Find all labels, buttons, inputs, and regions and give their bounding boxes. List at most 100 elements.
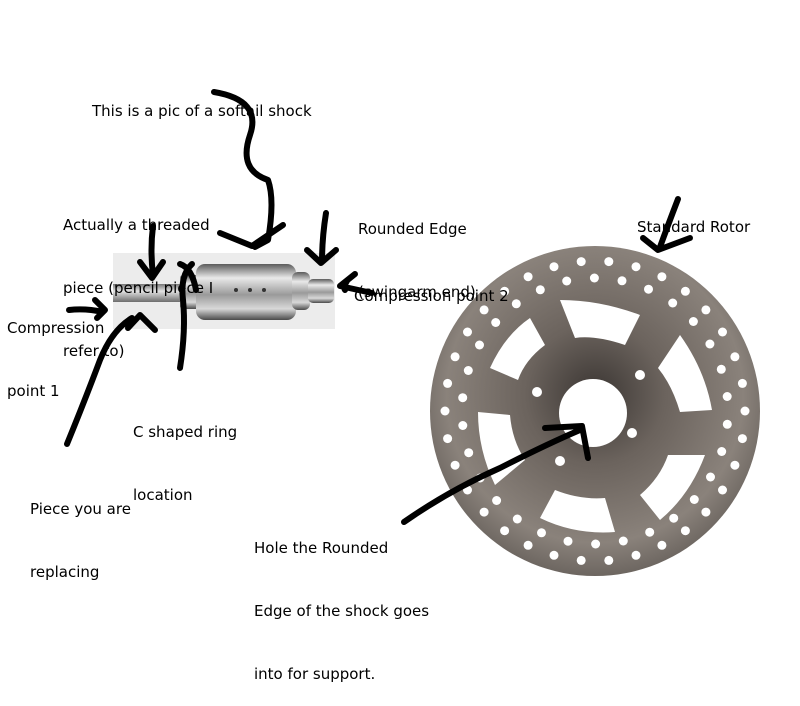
rotor-cutout xyxy=(478,412,525,485)
rotor-hole xyxy=(680,286,690,296)
label-line: Piece you are xyxy=(30,500,131,518)
rotor-hole xyxy=(491,318,501,327)
label-line: Rounded Edge xyxy=(358,220,467,238)
shock-end-taper xyxy=(292,272,310,310)
arrow-threaded-piece xyxy=(137,223,166,281)
rotor-hole xyxy=(722,392,732,401)
rotor-hole xyxy=(463,366,473,375)
rotor-hole xyxy=(631,262,641,272)
rotor-hole xyxy=(706,472,715,482)
rotor-hole xyxy=(737,378,747,388)
annotation-arrows xyxy=(64,89,693,525)
rotor-hole xyxy=(705,339,715,349)
arrow-rounded-edge xyxy=(304,210,339,266)
rotor-hole xyxy=(500,526,510,536)
label-standard-rotor: Standard Rotor xyxy=(637,175,750,259)
label-line: into for support. xyxy=(254,665,376,683)
rotor-hole xyxy=(450,460,460,470)
arrow-piece-replacing xyxy=(64,312,158,447)
arrow-compression-point-2 xyxy=(337,271,375,296)
shock-body-hole xyxy=(234,288,238,292)
rotor-hole xyxy=(701,305,711,315)
arrow-c-ring xyxy=(177,261,199,371)
rotor-hole xyxy=(463,327,472,337)
shock-body xyxy=(196,264,296,320)
rotor-hole xyxy=(740,406,750,416)
rotor-hole xyxy=(535,285,545,295)
rotor-hole xyxy=(618,536,628,546)
rotor-hole xyxy=(604,257,614,267)
rotor-hole xyxy=(562,276,572,286)
rotor-hole xyxy=(688,317,698,326)
rotor-hole xyxy=(537,528,546,538)
rotor-hole xyxy=(492,496,502,505)
rotor-hole xyxy=(644,284,653,294)
rotor-hole xyxy=(458,393,468,403)
label-title: This is a pic of a softail shock xyxy=(92,59,312,143)
label-compression-point-1: Compression point 1 xyxy=(7,276,104,423)
rotor-hole xyxy=(450,352,460,362)
rotor-hole xyxy=(737,434,747,444)
label-piece-replacing: Piece you are replacing xyxy=(30,457,131,604)
rotor-hole xyxy=(479,507,489,517)
label-c-shaped-ring: C shaped ring location xyxy=(133,380,237,527)
rotor-hole xyxy=(718,485,727,495)
label-line: Edge of the shock goes xyxy=(254,602,430,620)
arrow-hole xyxy=(401,423,591,525)
rotor-hole xyxy=(718,327,727,337)
label-line: C shaped ring xyxy=(133,423,238,441)
rotor-hole xyxy=(730,352,740,362)
rotor-hole xyxy=(500,286,510,296)
label-line: (swingarm end) xyxy=(358,283,476,301)
rotor-hole xyxy=(591,539,601,549)
shock-rounded-edge-end xyxy=(308,279,334,303)
shock-body-hole xyxy=(262,288,266,292)
shock-rod xyxy=(113,284,185,302)
rotor-hole xyxy=(549,550,559,560)
rotor-hole xyxy=(511,299,521,309)
rotor-spoke-cutouts xyxy=(478,300,712,533)
label-line: refer to) xyxy=(63,342,125,360)
rotor-hole xyxy=(589,273,599,283)
rotor-cutout xyxy=(490,318,545,380)
rotor-hole xyxy=(443,434,453,444)
rotor-mount-holes xyxy=(532,370,645,466)
label-rounded-edge: Rounded Edge (swingarm end) xyxy=(358,177,476,324)
label-line: Compression xyxy=(7,319,105,337)
rotor-hole xyxy=(657,540,667,550)
label-line: piece (pencil piece I xyxy=(63,279,214,297)
rotor-perimeter-holes xyxy=(440,257,750,565)
rotor-cutout xyxy=(640,455,705,520)
arrow-standard-rotor xyxy=(640,196,693,253)
rotor-hole xyxy=(479,305,489,315)
label-compression-point-2: Compression point 2 xyxy=(354,244,509,328)
arrow-compression-point-1 xyxy=(66,297,108,321)
label-line: location xyxy=(133,486,193,504)
label-line: Standard Rotor xyxy=(637,218,751,236)
rotor-hole xyxy=(669,513,679,523)
rotor-hole xyxy=(523,272,533,282)
rotor-hole xyxy=(549,262,559,272)
rotor-hole xyxy=(464,448,474,458)
label-threaded-piece: Actually a threaded piece (pencil piece … xyxy=(63,173,213,383)
rotor-hole xyxy=(689,495,699,504)
rotor-hole xyxy=(440,406,450,416)
rotor-hole xyxy=(730,460,740,470)
rotor-hole xyxy=(512,514,522,524)
label-line: Compression point 2 xyxy=(354,287,509,305)
rotor-hole xyxy=(604,555,614,565)
rotor-cutout xyxy=(540,490,615,533)
rotor-hole xyxy=(475,340,484,350)
rotor-hole xyxy=(576,257,586,267)
rotor-hole xyxy=(680,526,690,536)
label-line: Actually a threaded xyxy=(63,216,210,234)
rotor-hole xyxy=(631,550,641,560)
label-hole: Hole the Rounded Edge of the shock goes … xyxy=(254,496,429,706)
brake-rotor-photo xyxy=(430,246,760,576)
shock-body-hole xyxy=(248,288,252,292)
rotor-hole xyxy=(701,507,711,517)
rotor-hole xyxy=(523,540,533,550)
rotor-hole xyxy=(668,298,678,308)
rotor-hole xyxy=(645,527,655,537)
rotor-hole xyxy=(563,536,573,546)
